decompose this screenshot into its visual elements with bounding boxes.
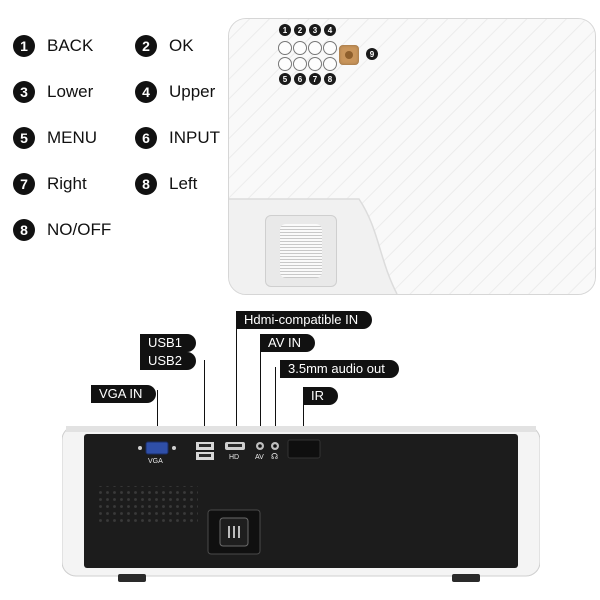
hd-port-label: HD bbox=[229, 454, 240, 461]
focus-wheel[interactable] bbox=[265, 215, 337, 287]
av-in-jack[interactable] bbox=[256, 442, 264, 450]
legend-item-right: 7 Right bbox=[13, 171, 87, 197]
legend-item-upper: 4 Upper bbox=[135, 79, 215, 105]
legend-item-back: 1 BACK bbox=[13, 33, 93, 59]
leader-line-hdmi bbox=[236, 316, 237, 442]
legend-item-input: 6 INPUT bbox=[135, 125, 220, 151]
button-number-badge: 3 bbox=[309, 24, 321, 36]
av-port-label: AV bbox=[255, 454, 264, 461]
usb2-port[interactable] bbox=[196, 452, 214, 460]
projector-rear-view: VGA HD AV ☊ bbox=[61, 425, 541, 582]
number-badge: 4 bbox=[135, 81, 157, 103]
left-button[interactable] bbox=[323, 57, 337, 71]
legend-label: MENU bbox=[47, 128, 98, 147]
leader-line-vga bbox=[157, 390, 158, 442]
leader-line-ir bbox=[303, 394, 304, 442]
leader-line-av bbox=[260, 346, 261, 442]
right-button[interactable] bbox=[308, 57, 322, 71]
power-button[interactable] bbox=[339, 45, 359, 65]
legend-label: Left bbox=[169, 174, 198, 193]
focus-knob[interactable] bbox=[280, 224, 322, 278]
button-number-badge: 2 bbox=[294, 24, 306, 36]
callout-hdmi-in: Hdmi-compatible IN bbox=[236, 311, 373, 329]
rear-panel-body bbox=[61, 425, 541, 582]
hdmi-port[interactable] bbox=[225, 442, 245, 450]
legend-item-menu: 5 MENU bbox=[13, 125, 97, 151]
projector-top-view: 1 2 3 4 5 6 7 8 9 bbox=[228, 18, 596, 295]
button-number-badge: 5 bbox=[279, 73, 291, 85]
callout-ir: IR bbox=[303, 387, 338, 405]
callout-vga-in: VGA IN bbox=[91, 385, 157, 403]
vga-port[interactable] bbox=[138, 440, 176, 456]
legend-item-lower: 3 Lower bbox=[13, 79, 93, 105]
ok-button[interactable] bbox=[293, 41, 307, 55]
power-button-number-badge: 9 bbox=[366, 48, 378, 60]
button-number-badge: 4 bbox=[324, 24, 336, 36]
callout-usb2: USB2 bbox=[140, 352, 196, 370]
callout-av-in: AV IN bbox=[260, 334, 315, 352]
number-badge: 3 bbox=[13, 81, 35, 103]
callout-usb1: USB1 bbox=[140, 334, 196, 352]
legend-label: Right bbox=[47, 174, 87, 193]
audio-out-jack[interactable] bbox=[271, 442, 279, 450]
button-number-badge: 6 bbox=[294, 73, 306, 85]
ir-receiver bbox=[288, 440, 320, 458]
legend-label: BACK bbox=[47, 36, 94, 55]
legend-label: Lower bbox=[47, 82, 94, 101]
legend-label: NO/OFF bbox=[47, 220, 112, 239]
number-badge: 7 bbox=[13, 173, 35, 195]
button-number-badge: 8 bbox=[324, 73, 336, 85]
leader-line-usb bbox=[204, 360, 205, 442]
legend-label: Upper bbox=[169, 82, 216, 101]
headphone-icon: ☊ bbox=[271, 452, 279, 461]
callout-audio-out: 3.5mm audio out bbox=[280, 360, 399, 378]
legend-label: OK bbox=[169, 36, 194, 55]
menu-button[interactable] bbox=[278, 57, 292, 71]
lower-button[interactable] bbox=[308, 41, 322, 55]
number-badge: 1 bbox=[13, 35, 35, 57]
power-socket[interactable] bbox=[208, 510, 260, 554]
leader-line-audio bbox=[275, 367, 276, 442]
upper-button[interactable] bbox=[323, 41, 337, 55]
power-icon bbox=[345, 51, 353, 59]
legend-item-power: 8 NO/OFF bbox=[13, 217, 111, 243]
number-badge: 5 bbox=[13, 127, 35, 149]
number-badge: 8 bbox=[13, 219, 35, 241]
back-button[interactable] bbox=[278, 41, 292, 55]
legend-label: INPUT bbox=[169, 128, 220, 147]
number-badge: 6 bbox=[135, 127, 157, 149]
number-badge: 8 bbox=[135, 173, 157, 195]
button-number-badge: 7 bbox=[309, 73, 321, 85]
vga-port-label: VGA bbox=[148, 458, 163, 465]
button-number-badge: 1 bbox=[279, 24, 291, 36]
usb1-port[interactable] bbox=[196, 442, 214, 450]
input-button[interactable] bbox=[293, 57, 307, 71]
number-badge: 2 bbox=[135, 35, 157, 57]
legend-item-ok: 2 OK bbox=[135, 33, 194, 59]
legend-item-left: 8 Left bbox=[135, 171, 197, 197]
